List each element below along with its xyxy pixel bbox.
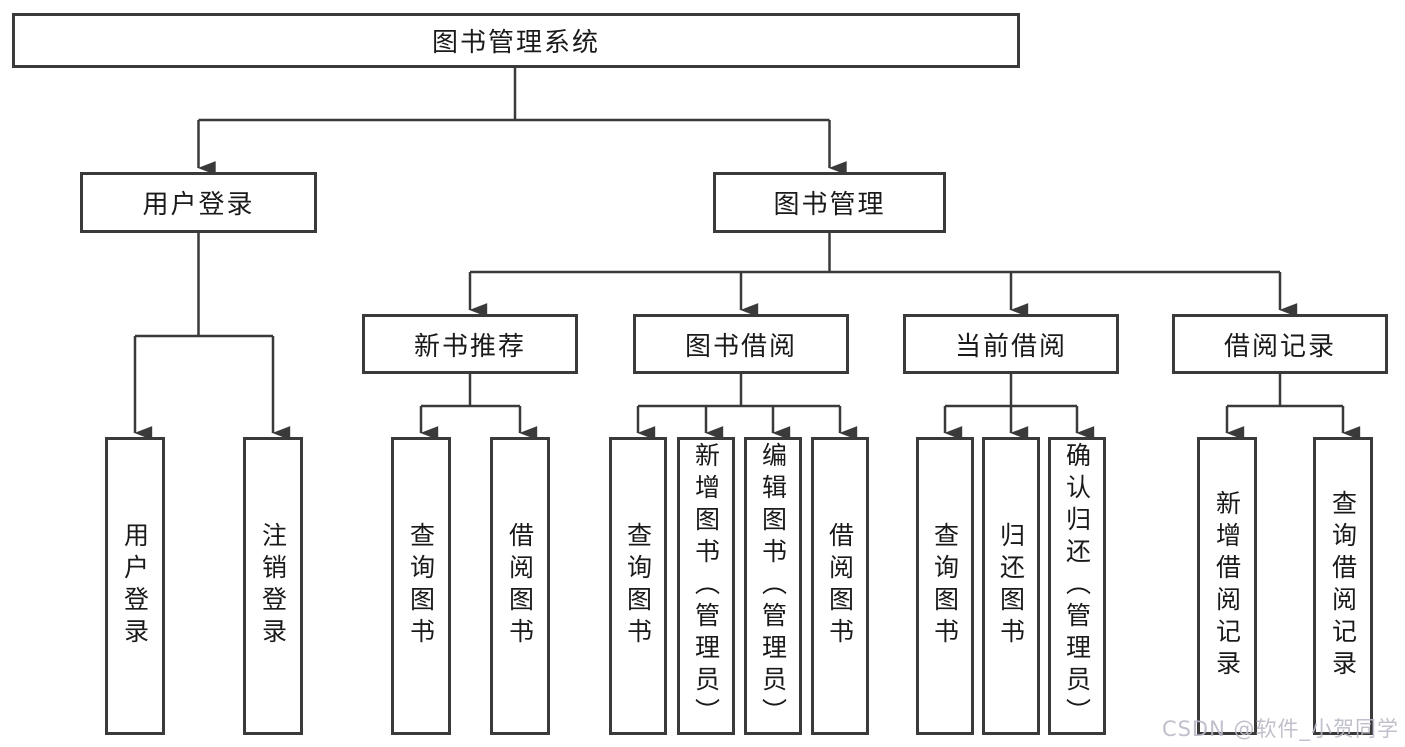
- leaf-query-books-recommend: 查询图书: [391, 437, 451, 735]
- node-label: 借阅图书: [505, 522, 535, 650]
- node-label: 用户登录: [142, 190, 255, 220]
- node-label: 图书管理: [773, 190, 886, 220]
- node-label: 借阅图书: [825, 522, 855, 650]
- node-label: 借阅记录: [1223, 331, 1336, 362]
- node-new-book-recommend: 新书推荐: [362, 314, 578, 374]
- leaf-borrow-books: 借阅图书: [811, 437, 869, 735]
- leaf-edit-books-admin: 编辑图书（管理员）: [744, 437, 802, 735]
- leaf-add-borrow-record: 新增借阅记录: [1197, 437, 1257, 735]
- node-label: 图书借阅: [684, 331, 797, 362]
- leaf-borrow-books-recommend: 借阅图书: [490, 437, 550, 735]
- node-borrow-records: 借阅记录: [1172, 314, 1388, 374]
- leaf-confirm-return-admin: 确认归还（管理员）: [1048, 437, 1106, 735]
- leaf-query-borrow-record: 查询借阅记录: [1313, 437, 1373, 735]
- node-label: 新增借阅记录: [1212, 490, 1242, 682]
- leaf-query-books-current: 查询图书: [916, 437, 974, 735]
- node-label: 查询图书: [406, 522, 436, 650]
- leaf-add-books-admin: 新增图书（管理员）: [677, 437, 735, 735]
- node-user-login: 用户登录: [80, 172, 317, 233]
- node-label: 图书管理系统: [431, 28, 600, 58]
- node-label: 当前借阅: [954, 331, 1067, 362]
- node-label: 新增图书（管理员）: [691, 442, 721, 730]
- node-label: 新书推荐: [413, 331, 526, 362]
- leaf-return-books: 归还图书: [982, 437, 1040, 735]
- node-label: 用户登录: [120, 522, 150, 650]
- node-label: 编辑图书（管理员）: [758, 442, 788, 730]
- leaf-logout-login: 注销登录: [243, 437, 303, 735]
- node-label: 查询图书: [930, 522, 960, 650]
- node-label: 确认归还（管理员）: [1062, 442, 1092, 730]
- node-label: 查询借阅记录: [1328, 490, 1358, 682]
- node-current-borrow: 当前借阅: [903, 314, 1119, 374]
- node-label: 归还图书: [996, 522, 1026, 650]
- csdn-watermark: CSDN @软件_小贺同学: [1161, 717, 1399, 741]
- leaf-user-login: 用户登录: [105, 437, 165, 735]
- node-book-management: 图书管理: [713, 172, 946, 233]
- node-library-management-system: 图书管理系统: [12, 13, 1020, 68]
- node-label: 注销登录: [258, 522, 288, 650]
- leaf-query-books-borrow: 查询图书: [609, 437, 667, 735]
- node-label: 查询图书: [623, 522, 653, 650]
- node-book-borrow: 图书借阅: [633, 314, 849, 374]
